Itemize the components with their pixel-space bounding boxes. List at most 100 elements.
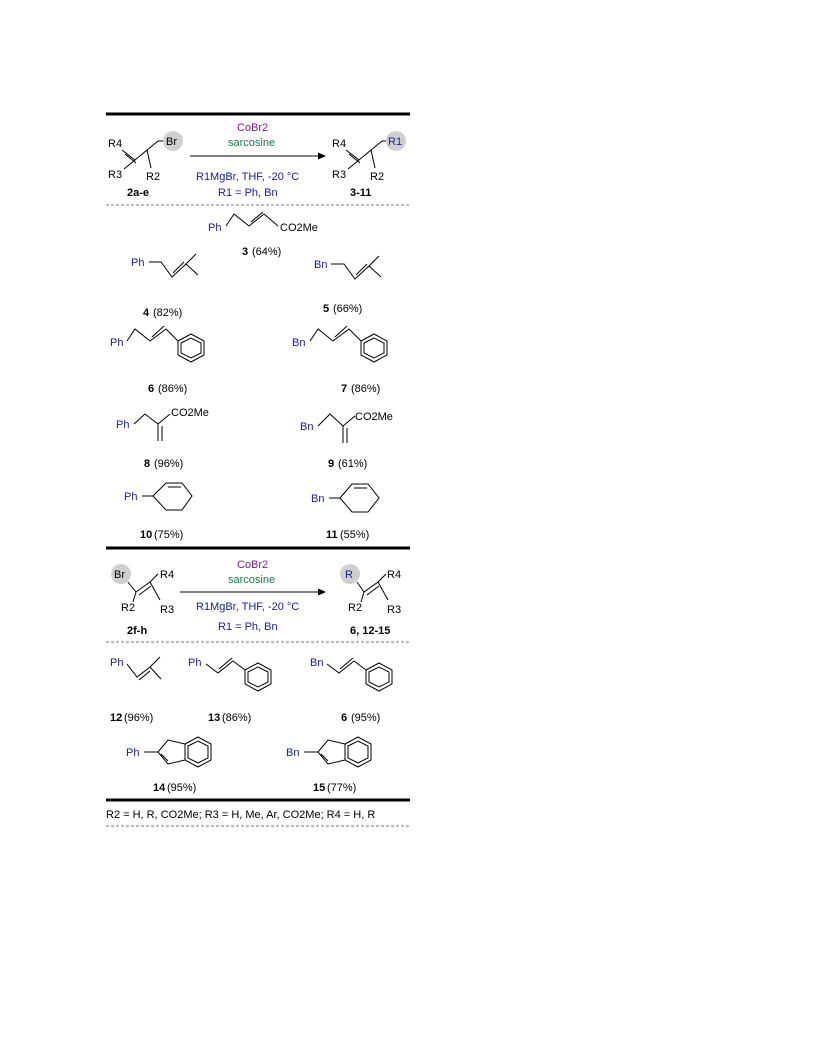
product-8-number: 8 <box>144 458 150 470</box>
product-3-yield: (64%) <box>252 246 281 258</box>
product-7-number: 7 <box>341 383 347 395</box>
substrate2-br-label: Br <box>114 569 125 581</box>
product-8-group: Ph <box>116 419 129 431</box>
product-6b-group: Bn <box>310 657 323 669</box>
substrate-label: 2a-e <box>127 187 149 199</box>
product-8-ester: CO2Me <box>171 407 209 419</box>
product-4-number: 4 <box>143 307 150 319</box>
product-3-11: R1 R4 R3 R2 3-11 <box>332 131 406 199</box>
arrow-head <box>318 152 326 160</box>
product-13-number: 13 <box>208 712 220 724</box>
product-7: Bn 7 (86%) <box>292 325 388 395</box>
product-15-yield: (77%) <box>327 782 356 794</box>
product-15-number: 15 <box>313 782 325 794</box>
product-11-number: 11 <box>326 529 338 541</box>
product-5-yield: (66%) <box>333 303 362 315</box>
arrow-head-2 <box>318 588 326 596</box>
grignard-conditions: R1MgBr, THF, -20 °C <box>196 171 299 183</box>
substrate-br-label: Br <box>166 136 177 148</box>
bromide-ball-2 <box>111 564 131 584</box>
product-5: Bn 5 (66%) <box>314 255 382 315</box>
product2-r4: R4 <box>387 569 401 581</box>
r-ball <box>340 564 360 584</box>
substrate2-r3: R3 <box>160 604 174 616</box>
product2-r-label: R <box>345 569 353 581</box>
product-15-group: Bn <box>286 747 299 759</box>
product-6-yield: (86%) <box>158 383 187 395</box>
product-12-number: 12 <box>110 712 122 724</box>
product-14-number: 14 <box>153 782 166 794</box>
substrate-r3: R3 <box>108 169 122 181</box>
substrate2-r4: R4 <box>160 569 174 581</box>
product-6b-yield: (95%) <box>351 712 380 724</box>
product-3-ester: CO2Me <box>280 222 318 234</box>
product2-label: 6, 12-15 <box>350 625 390 637</box>
product-11: Bn 11 (55%) <box>311 483 380 541</box>
bromide-ball <box>163 131 183 151</box>
grignard-conditions-2: R1MgBr, THF, -20 °C <box>196 601 299 613</box>
product-9-number: 9 <box>328 458 334 470</box>
r1-definition: R1 = Ph, Bn <box>218 187 278 199</box>
product-3-number: 3 <box>242 246 248 258</box>
product-6: Ph 6 (86%) <box>110 325 205 395</box>
product-11-group: Bn <box>311 493 324 505</box>
product-5-number: 5 <box>323 303 329 315</box>
product-3-group: Ph <box>208 222 221 234</box>
substrate-2f-h: Br R4 R2 R3 2f-h <box>111 564 174 637</box>
product-15: Bn 15 (77%) <box>286 736 372 794</box>
product-12-group: Ph <box>110 657 123 669</box>
footnote: R2 = H, R, CO2Me; R3 = H, Me, Ar, CO2Me;… <box>106 809 375 821</box>
r1-definition-2: R1 = Ph, Bn <box>218 621 278 633</box>
product-9: Bn CO2Me 9 (61%) <box>300 411 393 470</box>
substrate-r4: R4 <box>108 138 122 150</box>
product-9-ester: CO2Me <box>355 411 393 423</box>
product-7-group: Bn <box>292 337 305 349</box>
substrate2-label: 2f-h <box>127 625 147 637</box>
r1-ball <box>386 131 406 151</box>
product-6-12-15: R R4 R2 R3 6, 12-15 <box>340 564 401 637</box>
product-3: Ph CO2Me 3 (64%) <box>208 211 318 258</box>
product-10-yield: (75%) <box>154 529 183 541</box>
product2-r2: R2 <box>348 602 362 614</box>
catalyst-label: CoBr2 <box>237 122 268 134</box>
ligand-label: sarcosine <box>228 137 275 149</box>
product-6-bottom: Bn 6 (95%) <box>310 657 393 724</box>
product-12-yield: (96%) <box>124 712 153 724</box>
product-8-yield: (96%) <box>154 458 183 470</box>
product-4-group: Ph <box>131 257 144 269</box>
substrate-r2: R2 <box>146 171 160 183</box>
product-5-group: Bn <box>314 259 327 271</box>
product-6-number: 6 <box>148 383 154 395</box>
product-4-yield: (82%) <box>153 307 182 319</box>
product-13: Ph 13 (86%) <box>188 657 272 724</box>
product-4: Ph 4 (82%) <box>131 253 199 319</box>
product-8: Ph CO2Me 8 (96%) <box>116 407 209 470</box>
substrate-2a-e: Br R4 R3 R2 2a-e <box>108 131 183 199</box>
bottom-reaction-conditions: CoBr2 sarcosine R1MgBr, THF, -20 °C R1 =… <box>180 559 326 633</box>
product2-r3: R3 <box>387 604 401 616</box>
product-10-number: 10 <box>140 529 152 541</box>
product-6-group: Ph <box>110 337 123 349</box>
product-10: Ph 10 (75%) <box>124 482 193 541</box>
product-6b-number: 6 <box>341 712 347 724</box>
product-9-group: Bn <box>300 421 313 433</box>
product-13-group: Ph <box>188 657 201 669</box>
substrate2-r2: R2 <box>121 602 135 614</box>
product-12: Ph 12 (96%) <box>110 656 162 724</box>
product-7-yield: (86%) <box>351 383 380 395</box>
product-13-yield: (86%) <box>222 712 251 724</box>
product-r3: R3 <box>332 169 346 181</box>
product-label: 3-11 <box>350 187 371 199</box>
product-r1-label: R1 <box>388 136 402 148</box>
product-14: Ph 14 (95%) <box>126 736 212 794</box>
product-11-yield: (55%) <box>340 529 369 541</box>
product-9-yield: (61%) <box>338 458 367 470</box>
top-reaction-conditions: CoBr2 sarcosine R1MgBr, THF, -20 °C R1 =… <box>190 122 326 199</box>
product-14-group: Ph <box>126 747 139 759</box>
product-r2: R2 <box>370 171 384 183</box>
catalyst-label-2: CoBr2 <box>237 559 268 571</box>
product-10-group: Ph <box>124 491 137 503</box>
product-14-yield: (95%) <box>167 782 196 794</box>
ligand-label-2: sarcosine <box>228 574 275 586</box>
